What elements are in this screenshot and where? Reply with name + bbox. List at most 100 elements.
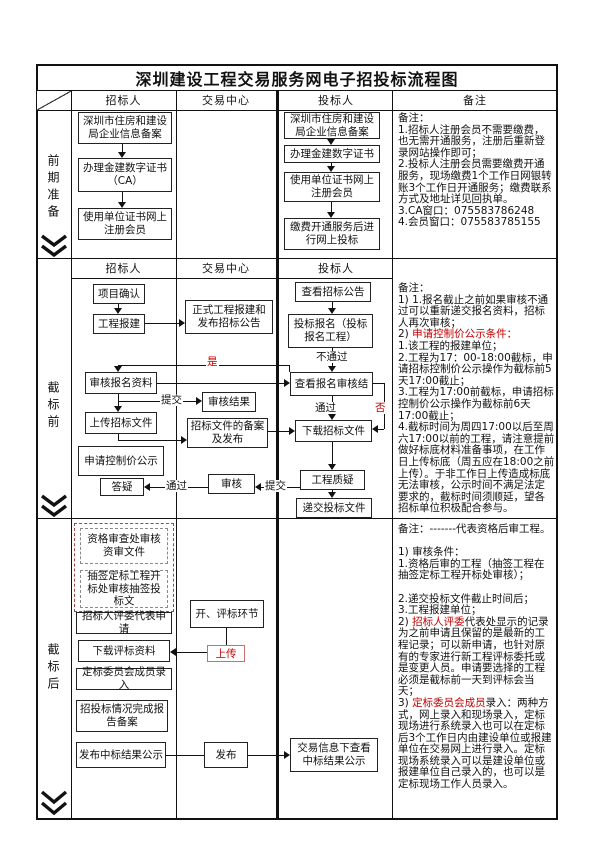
grid-line <box>36 258 558 259</box>
connector-line <box>122 144 123 153</box>
arrow-head <box>255 483 261 491</box>
flow-box: 查看报名审核结 <box>290 372 373 396</box>
connector-line <box>118 394 119 406</box>
notes-text: 备注：1.招标人注册会员不需要缴费，也无需开通服务，注册后重新登录网站操作即可；… <box>398 112 552 229</box>
arrow-head <box>327 212 335 218</box>
notes-text: 备注：1) 1.报名截止之前如果审核不通过可以重新递交报名资料，招标人再次审核；… <box>398 282 555 515</box>
arrow-head <box>196 397 202 405</box>
flow-box: 发布 <box>204 742 248 768</box>
flow-box: 招标人评委代表申请 <box>76 610 172 635</box>
flow-box: 答疑 <box>100 478 144 496</box>
flow-box: 项目确认 <box>93 284 145 304</box>
flow-box: 工程质疑 <box>300 470 365 490</box>
flow-box: 发布中标结果公示 <box>76 742 166 768</box>
arrow-head <box>181 436 187 444</box>
connector-line <box>378 429 384 430</box>
branch-label-yes: 是 <box>206 356 219 368</box>
flow-box: 下载评标资料 <box>78 640 170 662</box>
arrow-head <box>114 406 122 412</box>
flow-box: 申请控制价公示 <box>78 446 164 476</box>
connector-line <box>118 401 196 402</box>
connector-line <box>145 323 179 324</box>
connector-line <box>118 304 119 309</box>
flow-box: 正式工程报建和发布招标公告 <box>185 300 273 334</box>
grid-line-thick <box>276 90 279 818</box>
flow-box: 深圳市住房和建设局企业信息备案 <box>78 112 172 144</box>
flow-box: 审核结果 <box>202 392 256 412</box>
connector-line <box>118 434 119 441</box>
arrow-head <box>144 483 150 491</box>
connector-line <box>331 163 332 167</box>
flow-box: 审核报名资料 <box>85 372 157 394</box>
arrow-head <box>114 308 122 314</box>
arrow-head <box>372 425 378 433</box>
flow-box: 工程报建 <box>93 314 145 334</box>
arrow-head <box>328 366 336 372</box>
page-title: 深圳建设工程交易服务网电子招投标流程图 <box>135 71 459 89</box>
flow-box: 缴费开通服务后进行网上投标 <box>284 218 380 250</box>
column-header-owner: 招标人 <box>105 94 142 107</box>
flow-box: 交易信息下查看中标结果公示 <box>290 738 378 772</box>
grid-line <box>36 90 558 91</box>
connector-line <box>373 383 384 384</box>
flow-box: 递交投标文件 <box>296 498 372 518</box>
arrow-head <box>284 751 290 759</box>
flow-box: 下载招标文件 <box>295 420 372 442</box>
arrow-head <box>170 648 176 656</box>
grid-line <box>176 90 177 818</box>
arrow-head <box>118 202 126 208</box>
connector-line <box>332 302 333 309</box>
flow-box: 上传招标文件 <box>85 412 157 434</box>
flow-box: 使用单位证书网上注册会员 <box>284 172 380 202</box>
arrow-head <box>179 319 185 327</box>
flow-box: 招投标情况完成报告备案 <box>76 700 168 732</box>
flow-box: 抽签定标工程开标处审核抽签投标文 <box>80 570 168 608</box>
flow-box: 投标报名（投标报名工程） <box>288 314 373 348</box>
flow-box: 定标委员会成员录入 <box>76 666 172 691</box>
arrow-head <box>328 308 336 314</box>
column-header-owner: 招标人 <box>105 262 142 275</box>
arrow-head <box>327 139 335 145</box>
connector-line <box>331 202 332 213</box>
connector-line <box>248 755 284 756</box>
grid-line <box>71 278 392 279</box>
notes-text: 备注：-------代表资格后审工程。 1) 审核条件：1.资格后审的工程（抽签… <box>398 523 552 791</box>
connector-line <box>226 628 227 653</box>
row-label-before-deadline: 截标前 <box>46 380 60 432</box>
arrow-head <box>328 492 336 498</box>
flow-box: 开、评标环节 <box>190 600 264 628</box>
flow-box: 查看招标公告 <box>295 282 371 302</box>
section-chevron-icon <box>40 234 68 258</box>
section-chevron-icon <box>40 494 68 518</box>
flow-box: 招标文件的备案及发布 <box>187 418 268 448</box>
dashed-group-outline <box>74 523 174 612</box>
grid-line <box>392 90 393 818</box>
connector-line <box>118 365 290 366</box>
grid-line <box>71 90 72 818</box>
row-label-after-deadline: 截标后 <box>46 642 60 694</box>
connector-line <box>118 440 181 441</box>
column-header-notes: 备注 <box>463 94 487 107</box>
table-frame <box>36 64 558 820</box>
connector-line <box>176 652 226 653</box>
branch-label-submit: 提交 <box>160 394 183 406</box>
section-chevron-icon <box>40 790 68 816</box>
flow-box: 办理金建数字证书 <box>284 145 380 163</box>
connector-line <box>332 442 333 466</box>
arrow-head <box>328 464 336 470</box>
branch-label-no: 否 <box>374 402 387 414</box>
row-label-preparation: 前期准备 <box>46 154 60 222</box>
arrow-head <box>118 152 126 158</box>
branch-label-fail: 不通过 <box>315 351 349 363</box>
column-header-center: 交易中心 <box>202 94 250 107</box>
connector-line <box>289 365 290 372</box>
grid-line <box>36 110 558 111</box>
connector-line <box>122 192 123 203</box>
flow-box: 办理金建数字证书（CA） <box>78 158 172 192</box>
flow-box: 使用单位证书网上注册会员 <box>78 208 172 240</box>
flow-box: 资格审查处审核资审文件 <box>80 528 168 564</box>
arrow-head <box>327 166 335 172</box>
connector-line <box>157 383 284 384</box>
arrow-head <box>328 414 336 420</box>
